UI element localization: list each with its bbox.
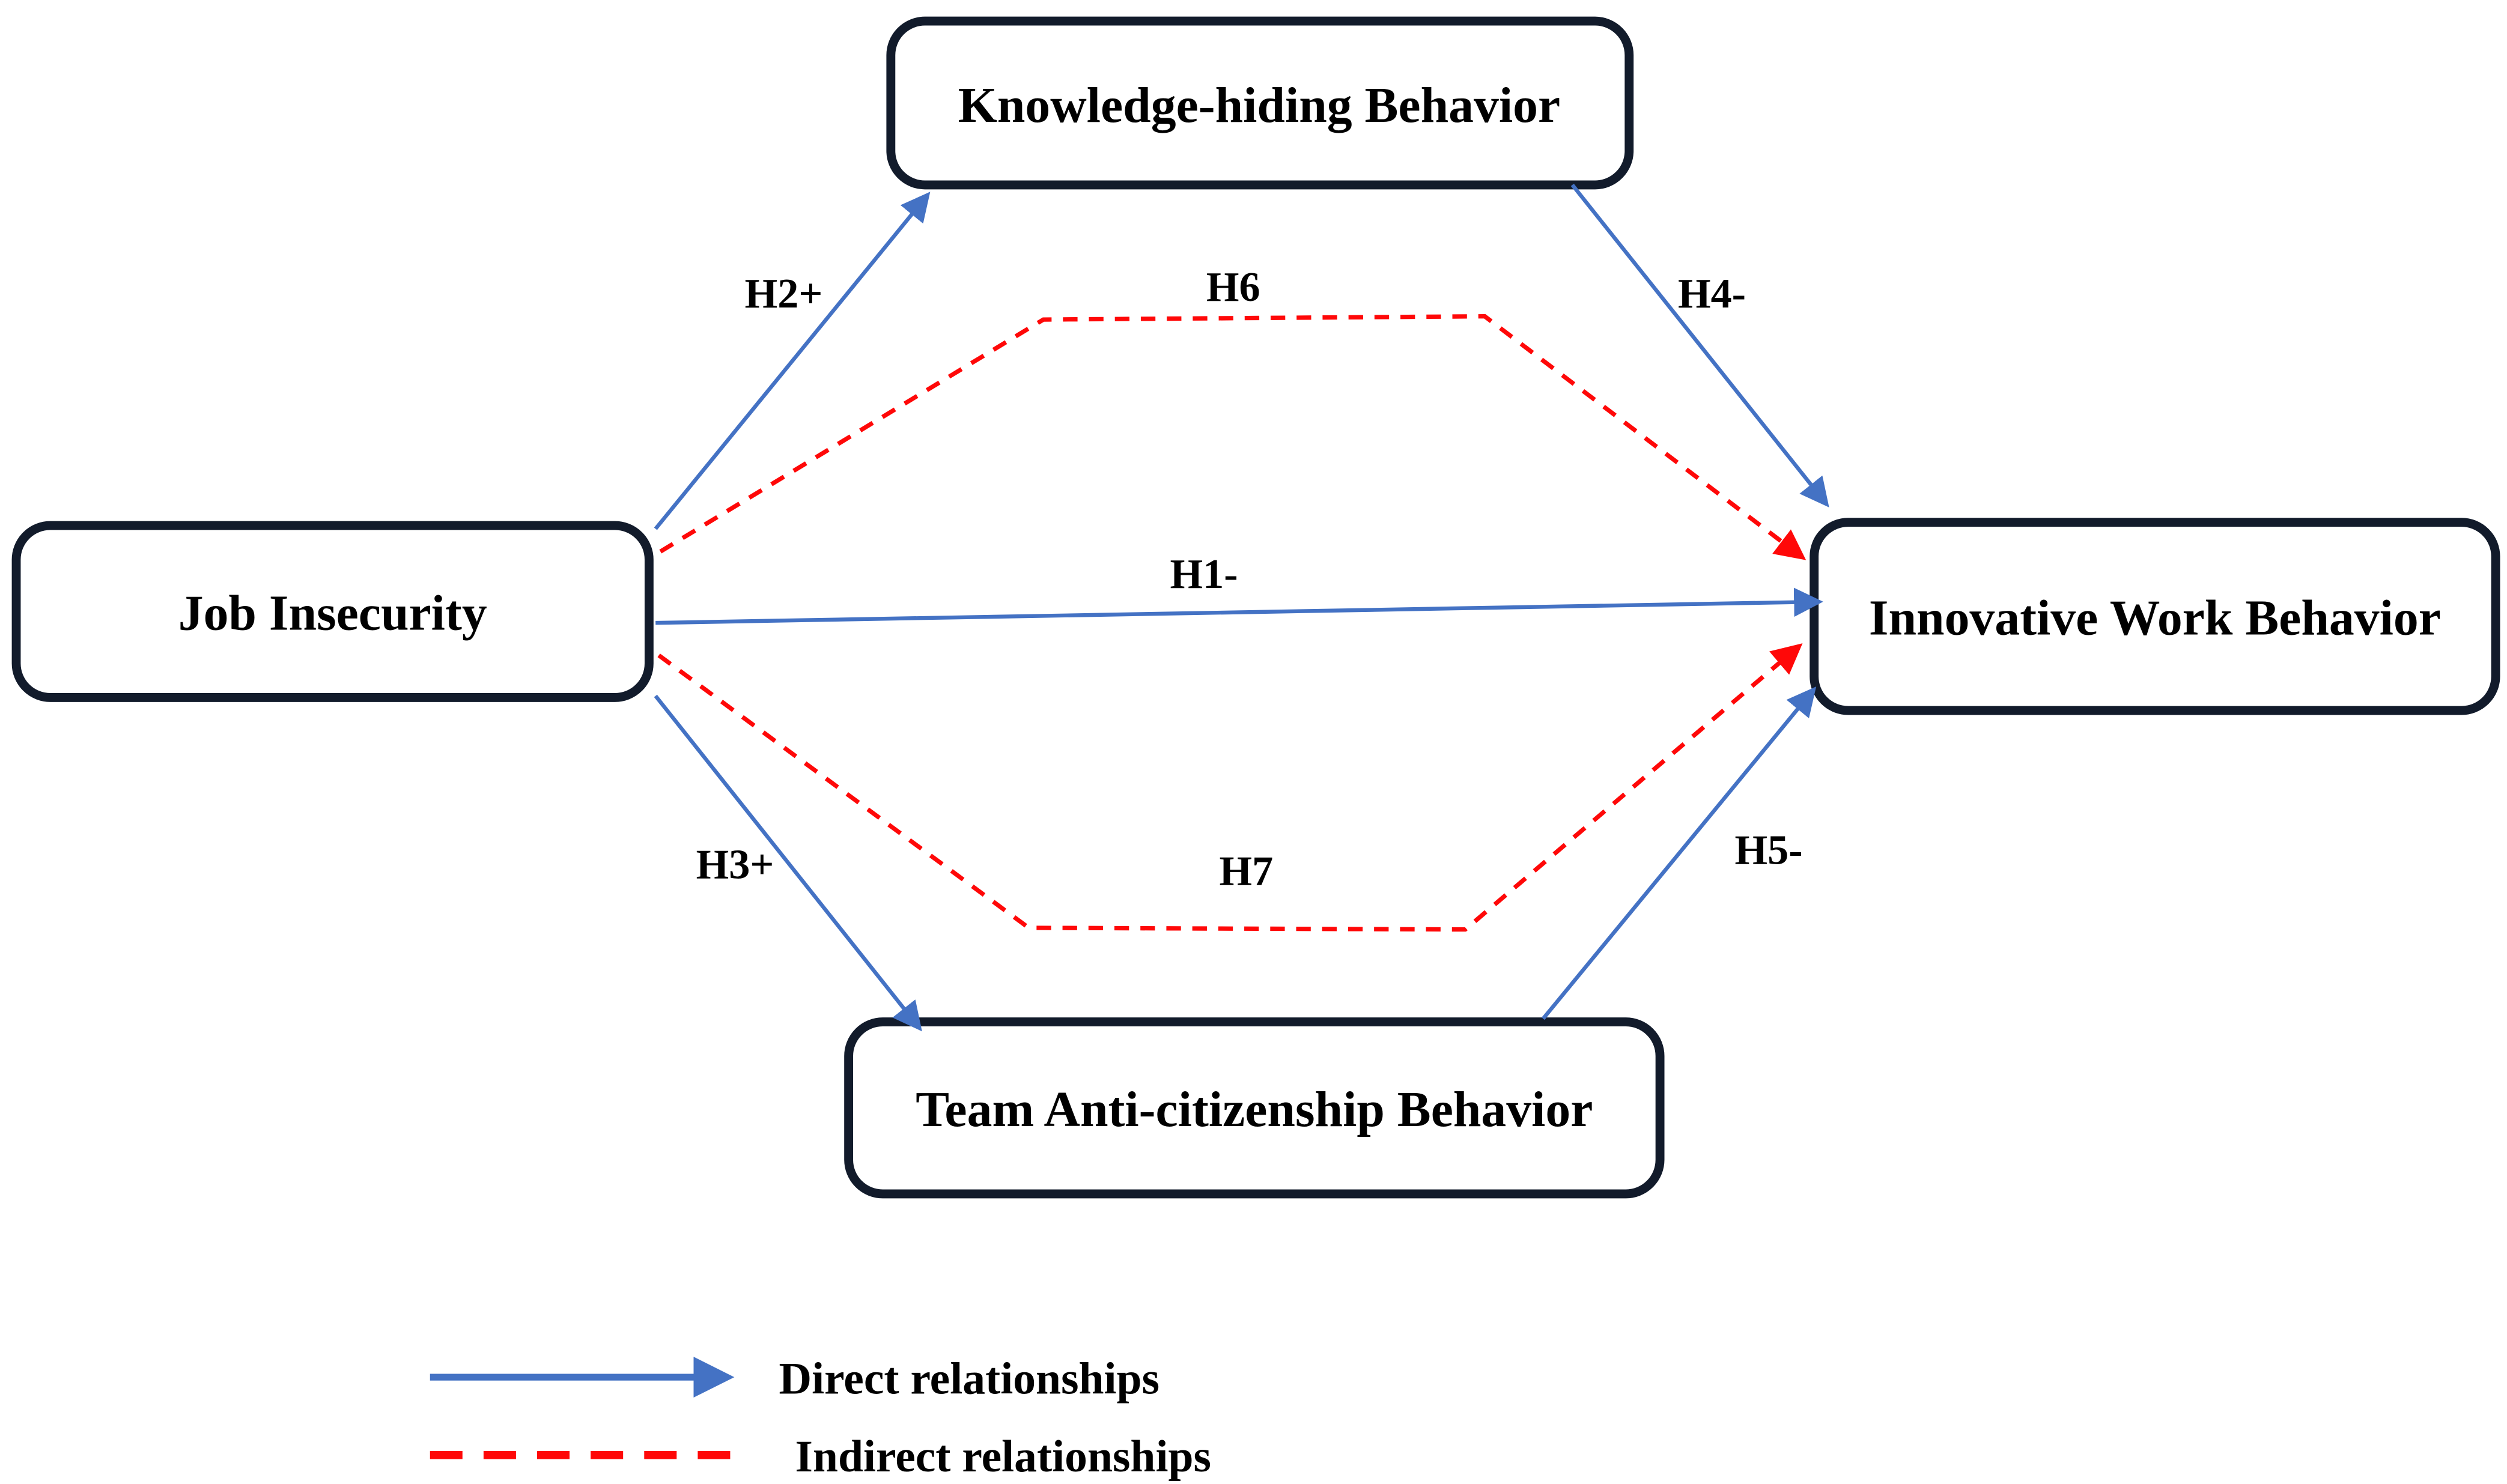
node-label-team-anti-citizenship: Team Anti-citizenship Behavior	[916, 1082, 1593, 1137]
edge-h7-indirect: H7	[657, 643, 1803, 932]
edge-h4-direct: H4-	[1570, 183, 1829, 507]
node-knowledge-hiding-behavior: Knowledge-hiding Behavior	[886, 16, 1634, 190]
node-label-innovative-work: Innovative Work Behavior	[1869, 590, 2441, 646]
edge-line-h1	[655, 587, 1823, 625]
edge-label-h1: H1-	[1170, 551, 1238, 598]
edge-line-h3	[654, 694, 922, 1032]
legend-item-direct: Direct relationships	[430, 1354, 1159, 1404]
edge-line-h7	[657, 643, 1803, 932]
node-team-anti-citizenship-behavior: Team Anti-citizenship Behavior	[844, 1017, 1665, 1199]
edge-line-h4	[1570, 183, 1829, 507]
node-box-team-anti-citizenship	[844, 1017, 1665, 1199]
edge-label-h2: H2+	[745, 270, 823, 317]
edge-label-h4: H4-	[1678, 270, 1746, 317]
edge-label-h7: H7	[1219, 847, 1273, 894]
node-box-knowledge-hiding	[886, 16, 1634, 190]
edge-h1-direct: H1-	[655, 551, 1823, 625]
node-label-job-insecurity: Job Insecurity	[178, 585, 487, 641]
node-innovative-work-behavior: Innovative Work Behavior	[1810, 518, 2500, 715]
edge-label-h5: H5-	[1734, 826, 1802, 873]
node-label-knowledge-hiding: Knowledge-hiding Behavior	[958, 77, 1560, 133]
legend: Direct relationships Indirect relationsh…	[430, 1354, 1211, 1482]
legend-indirect-label: Indirect relationships	[795, 1432, 1211, 1482]
edge-line-h5	[1542, 686, 1817, 1020]
edge-h3-direct: H3+	[654, 694, 922, 1032]
edge-h2-direct: H2+	[654, 192, 931, 530]
node-job-insecurity: Job Insecurity	[11, 521, 654, 702]
node-box-job-insecurity	[11, 521, 654, 702]
edge-label-h6: H6	[1206, 264, 1260, 310]
legend-item-indirect: Indirect relationships	[430, 1432, 1211, 1482]
edge-label-h3: H3+	[696, 841, 774, 888]
edge-h5-direct: H5-	[1542, 686, 1817, 1020]
legend-direct-label: Direct relationships	[779, 1354, 1159, 1404]
edge-line-h6	[659, 314, 1807, 560]
edge-line-h2	[654, 192, 931, 530]
edge-h6-indirect: H6	[659, 264, 1807, 560]
